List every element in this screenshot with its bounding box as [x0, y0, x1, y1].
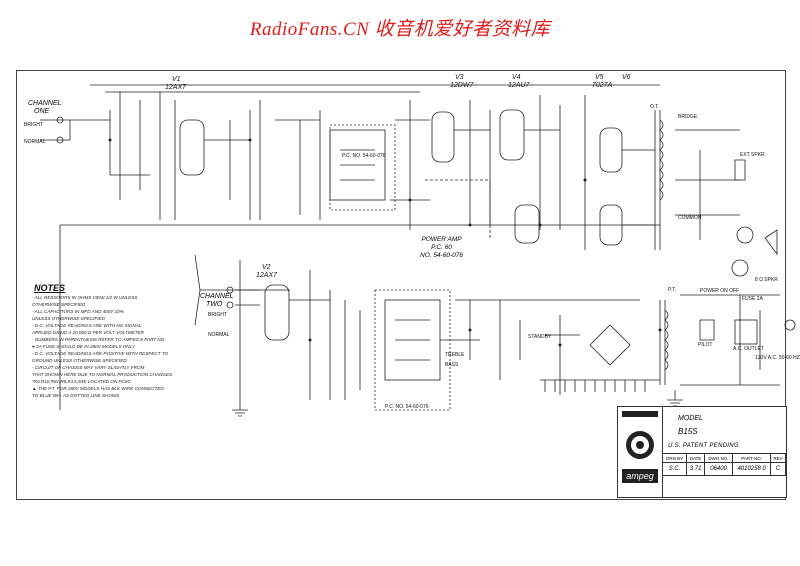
header-part-no: PART NO. — [732, 453, 772, 463]
note-line: ● 2A FUSE SHOULD BE IN 280V MODELS ONLY — [32, 344, 135, 349]
note-line: - NUMBERS IN PARENTHESIS REFER TO AMPEG'… — [32, 337, 166, 342]
tube-v5-type: 7027A — [592, 82, 613, 89]
tube-v3-label: V3 — [455, 74, 464, 81]
header-date: DATE — [686, 453, 705, 463]
value-drawn-by: S.C. — [661, 462, 688, 476]
power-amp-label: POWER AMP P.C. 60 NO. 54-60-076 — [420, 236, 463, 260]
note-line: GROUND UNLESS OTHERWISE SPECIFIED — [32, 358, 127, 363]
note-line: - D.C. VOLTAGE READINGS ARE WITH NO SIGN… — [32, 323, 142, 328]
value-rev: C — [770, 462, 786, 476]
tube-v1-type: 12AX7 — [165, 84, 187, 91]
output-transformer-label: O.T. — [650, 104, 660, 110]
tube-v6-label: V6 — [622, 74, 631, 81]
channel-two-normal: NORMAL — [208, 332, 230, 338]
power-switch-label: POWER ON OFF — [700, 288, 740, 294]
tube-v4-label: V4 — [512, 74, 521, 81]
note-line: UNLESS OTHERWISE SPECIFIED — [32, 316, 105, 321]
bass-label: BASS — [445, 362, 459, 368]
schematic-border — [16, 70, 786, 500]
tube-v5-label: V5 — [595, 74, 604, 81]
channel-two-line2: TWO — [206, 301, 223, 308]
standby-label: STANDBY — [528, 334, 552, 340]
common-label: COMMON — [678, 215, 702, 221]
ext-spkr-label: EXT SPKR — [740, 152, 765, 158]
power-amp-line3: NO. 54-60-076 — [420, 252, 463, 259]
pc-number-label-2: P.C. NO. 54-60-076 — [385, 404, 429, 410]
channel-one-line1: CHANNEL — [28, 100, 62, 107]
treble-label: TREBLE — [445, 352, 465, 358]
note-line: *R6,R10,R81,R8,R14 ARE LOCATED ON PC60 — [32, 379, 131, 384]
channel-two-bright: BRIGHT — [208, 312, 227, 318]
note-line: ▲ THE P.T. FOR 280V MODELS HAS BLK WIRE … — [32, 386, 164, 391]
watermark-title: RadioFans.CN 收音机爱好者资料库 — [249, 19, 551, 40]
note-line: TO BLUE WH. AS DOTTED LINE SHOWS — [32, 393, 120, 398]
note-line: - D.C. VOLTAGE READINGS ARE POSITIVE WIT… — [32, 351, 169, 356]
note-line: THAT SHOWN HERE DUE TO NORMAL PRODUCTION… — [32, 372, 173, 377]
model-value: B15S — [678, 427, 698, 436]
model-label: MODEL — [678, 415, 703, 422]
value-part-no: 4010258 0 — [732, 462, 772, 476]
power-amp-line2: P.C. 60 — [431, 244, 452, 251]
notes-title: NOTES — [34, 283, 66, 293]
channel-one-line2: ONE — [34, 108, 50, 115]
tube-v4-type: 12AU7 — [508, 82, 530, 89]
patent-text: U.S. PATENT PENDING — [668, 443, 739, 449]
line-voltage-label: 120V A.C. 50-60 HZ — [755, 355, 800, 361]
bridge-label: BRIDGE — [678, 114, 698, 120]
tube-v3-type: 12DW7 — [450, 82, 474, 89]
header-rev: REV — [770, 453, 786, 463]
header-dwg-no: DWG NO. — [703, 453, 734, 463]
channel-one-bright: BRIGHT — [24, 122, 43, 128]
notes-list: - ALL RESISTORS IN OHMS VIEW 1/2 W UNLES… — [32, 294, 237, 399]
value-dwg-no: 06400 — [703, 462, 734, 476]
channel-two-line1: CHANNEL — [200, 293, 234, 300]
note-line: - ALL CAPACITORS IN MFD AND 400V 10% — [32, 309, 124, 314]
power-amp-line1: POWER AMP — [421, 236, 462, 243]
note-line: - CIRCUIT OF CHASSIS MAY VARY SLIGHTLY F… — [32, 365, 145, 370]
note-line: - ALL RESISTORS IN OHMS VIEW 1/2 W UNLES… — [32, 295, 138, 300]
tube-v2-label: V2 — [262, 264, 271, 271]
note-line: APPLIED USING A 20,000 Ω PER VOLT VOLTME… — [32, 330, 144, 335]
power-transformer-label: P.T. — [668, 287, 676, 293]
title-block: ampeg MODEL B15S U.S. PATENT PENDING DRN… — [617, 406, 787, 498]
tube-v1-label: V1 — [172, 76, 181, 83]
pilot-label: PILOT — [698, 342, 713, 348]
tube-v2-type: 12AX7 — [256, 272, 278, 279]
value-date: 3 71 — [686, 462, 705, 476]
pc-number-label: P.C. NO. 54-60-078 — [342, 153, 386, 159]
title-block-table: DRN BY DATE DWG NO. PART NO. REV S.C. 3 … — [661, 453, 786, 476]
speaker-label: 8 Ω SPKR — [755, 277, 778, 283]
ac-outlet-label: A.C. OUTLET — [733, 346, 764, 352]
fuse-label: FUSE 2A — [742, 296, 763, 302]
channel-two-label: CHANNEL TWO — [200, 293, 233, 309]
channel-one-normal: NORMAL — [24, 139, 46, 145]
channel-one-label: CHANNEL ONE — [28, 100, 61, 116]
note-line: OTHERWISE SPECIFIED — [32, 302, 86, 307]
ampeg-logo: ampeg — [618, 407, 663, 497]
header-drawn-by: DRN BY — [661, 453, 688, 463]
brand-text: ampeg — [626, 471, 654, 481]
